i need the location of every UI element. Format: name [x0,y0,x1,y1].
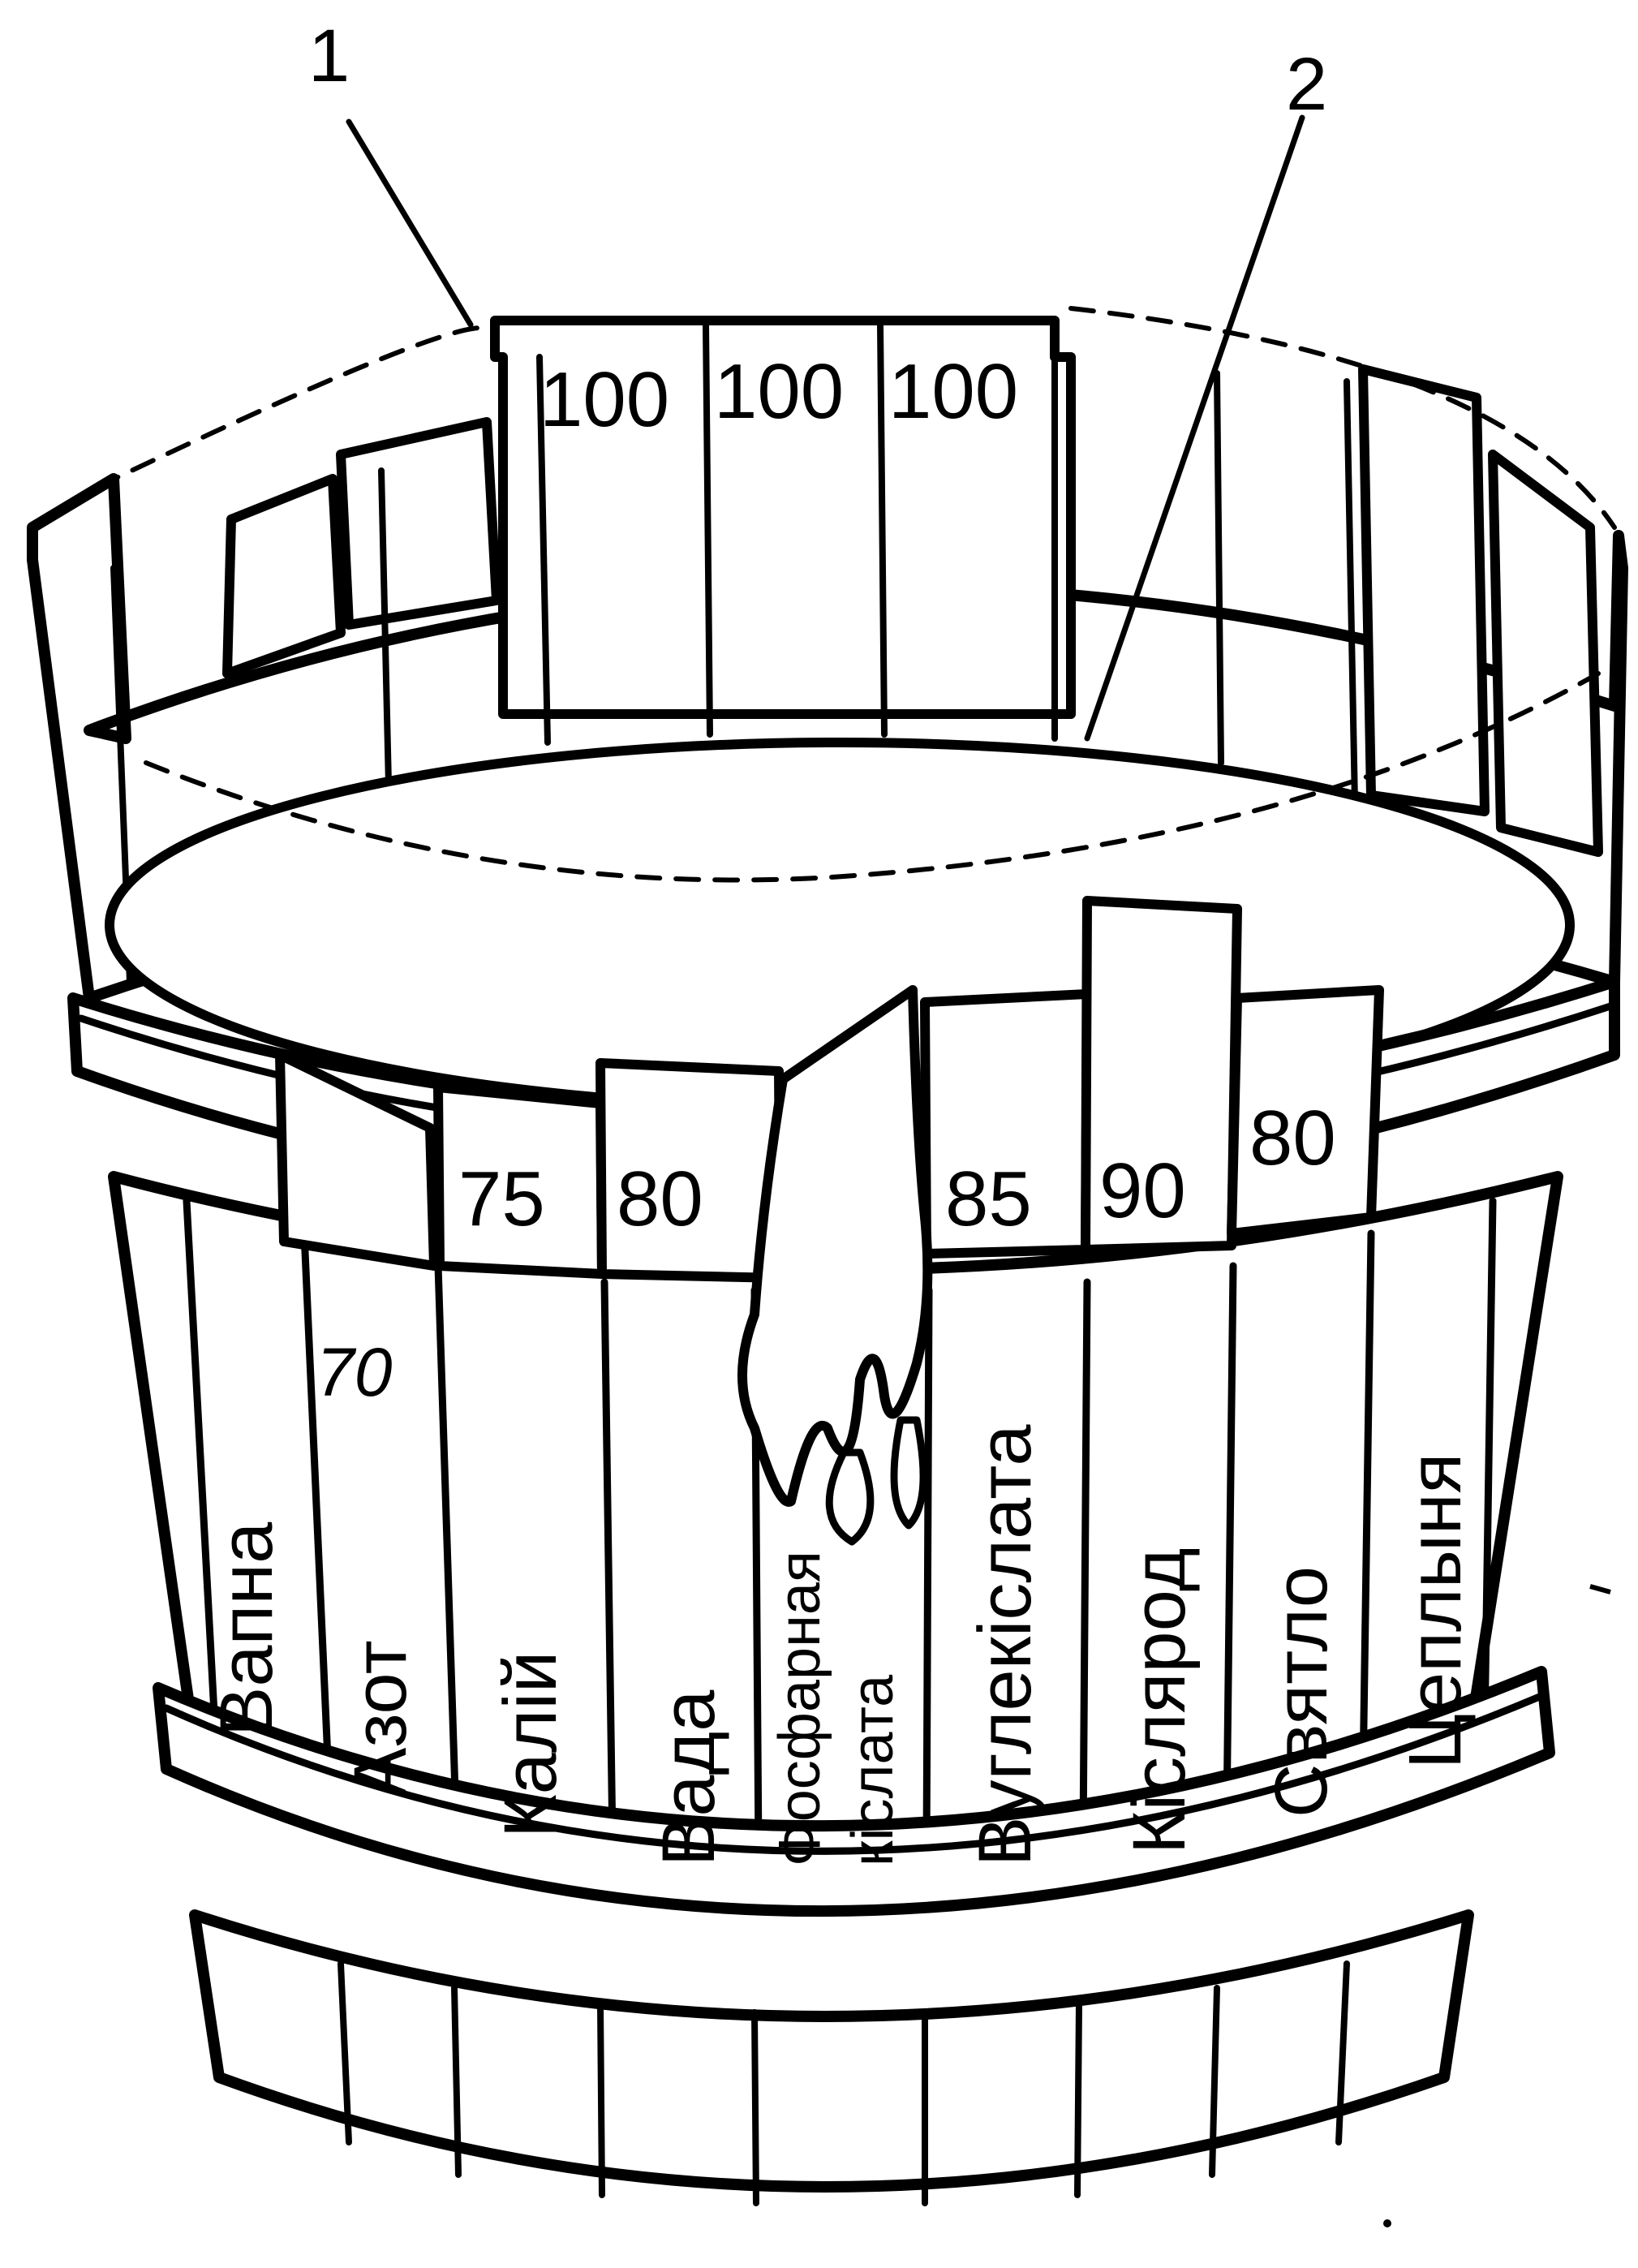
label-carbonic: Вуглекіслата [964,1424,1047,1866]
label-light: Святло [1260,1566,1343,1818]
top-value-2: 100 [714,348,844,435]
top-value-1: 100 [540,356,669,443]
bucket-bottom [195,1915,1468,2203]
label-oxygen: Кіслярод [1118,1547,1201,1854]
label-warmth: Цеплыня [1394,1453,1477,1769]
top-value-3: 100 [888,348,1018,435]
callout-2: 2 [1286,43,1327,126]
value-carbonic: 85 [945,1156,1032,1242]
stray-dot [1383,2219,1391,2227]
label-phosphoric-2: кіслата [840,1674,905,1866]
stray-dash [1590,1586,1610,1592]
value-water: 80 [617,1156,703,1242]
label-phosphoric-1: Фосфарная [767,1551,832,1866]
value-oxygen: 90 [1099,1147,1186,1234]
label-nitrogen: Азот [339,1640,422,1797]
label-lime: Вапна [205,1521,288,1737]
value-nitrogen: 70 [316,1334,393,1410]
label-potassium: Калій [489,1651,572,1838]
label-water: Вада [647,1689,730,1866]
value-calium: 75 [458,1156,545,1242]
value-light: 80 [1249,1095,1336,1181]
callout-1: 1 [308,15,350,97]
